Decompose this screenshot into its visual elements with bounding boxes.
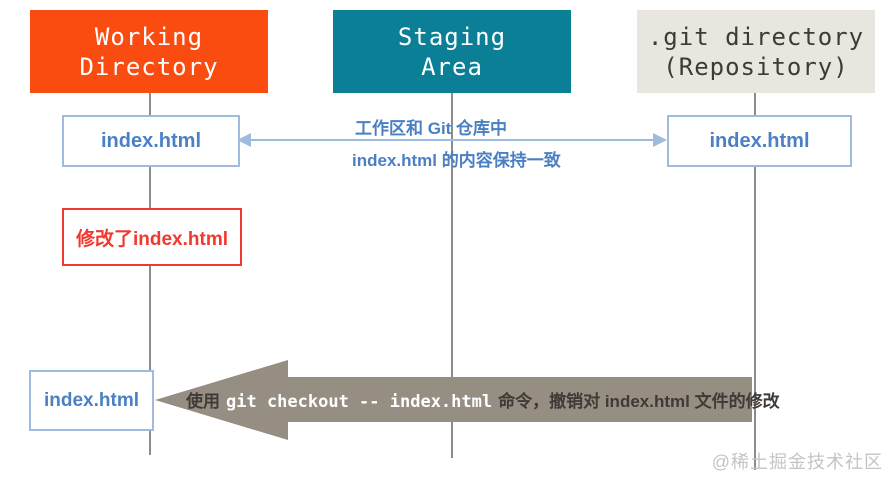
checkout-caption-prefix: 使用: [186, 392, 220, 411]
column-header-label-line1: Working: [94, 22, 204, 51]
column-header-label-line2: Directory: [79, 52, 219, 81]
juejin-watermark: @稀土掘金技术社区: [711, 452, 883, 472]
column-header-label-line1: Staging: [397, 22, 507, 51]
sync-annotation-line1: 工作区和 Git 仓库中: [355, 119, 508, 138]
sync-annotation-line2: index.html 的内容保持一致: [352, 151, 561, 170]
repo-file-label: index.html: [709, 129, 810, 152]
column-header-label-line2: (Repository): [663, 52, 849, 81]
working-file-label: index.html: [100, 129, 201, 152]
column-header-git-directory: .git directory (Repository): [637, 10, 875, 93]
checkout-command-text: git checkout -- index.html: [226, 392, 493, 412]
checkout-arrow-shape: [155, 360, 752, 440]
repo-file-box: index.html: [667, 115, 852, 167]
sync-arrow-left-head-icon: [237, 133, 251, 147]
column-header-label-line2: Area: [421, 52, 483, 81]
sync-arrow-right-head-icon: [653, 133, 667, 147]
column-header-label-line1: .git directory: [647, 22, 865, 51]
modified-file-note-box: 修改了index.html: [62, 208, 242, 266]
restored-file-label: index.html: [43, 389, 139, 411]
column-header-working-directory: Working Directory: [30, 10, 268, 93]
modified-file-note-label: 修改了index.html: [75, 228, 228, 250]
column-header-staging-area: Staging Area: [333, 10, 571, 93]
checkout-arrow-caption: 使用 git checkout -- index.html 命令，撤销对 index…: [186, 387, 780, 412]
restored-file-box: index.html: [29, 370, 154, 431]
checkout-caption-suffix: 命令，撤销对 index.html 文件的修改: [498, 392, 780, 411]
working-file-box: index.html: [62, 115, 240, 167]
